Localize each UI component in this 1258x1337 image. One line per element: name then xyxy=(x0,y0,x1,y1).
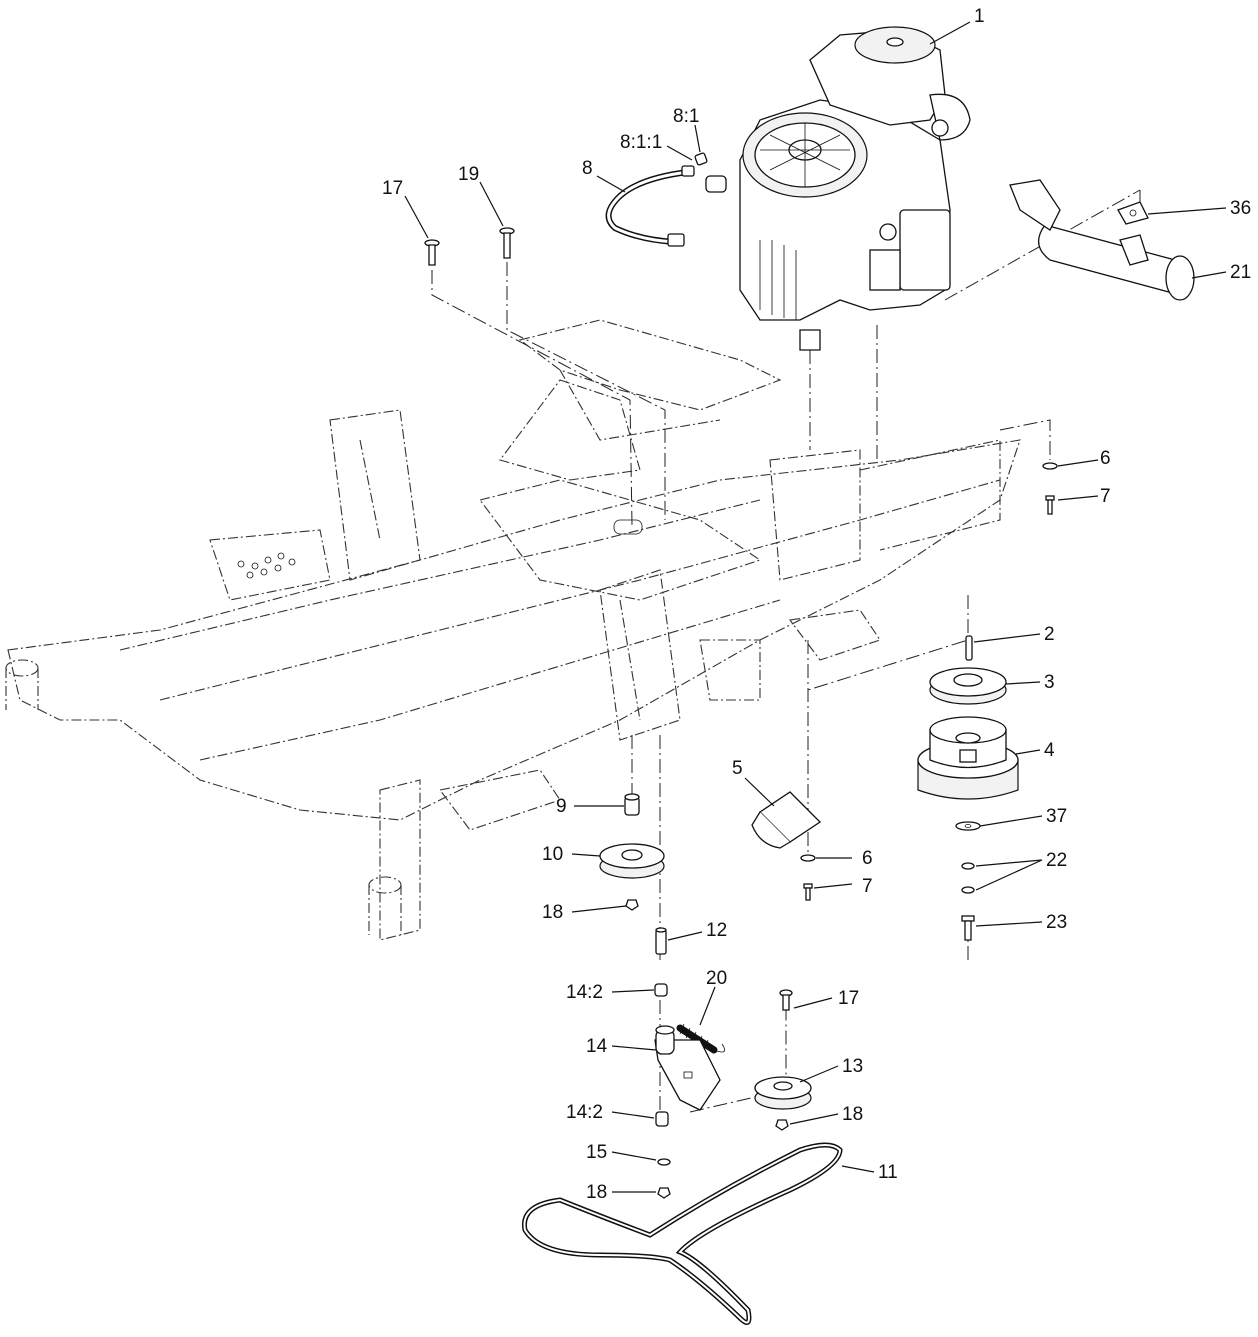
callout-22: 22 xyxy=(1046,850,1067,871)
washer-6-lower xyxy=(800,854,816,862)
spring-20 xyxy=(676,1023,726,1054)
bolt-7-upper xyxy=(1045,495,1055,515)
callout-17-top: 17 xyxy=(382,178,403,199)
callout-5: 5 xyxy=(732,758,743,779)
callout-3: 3 xyxy=(1044,672,1055,693)
callout-19: 19 xyxy=(458,164,479,185)
callout-18-upper: 18 xyxy=(542,902,563,923)
callout-8-1: 8:1 xyxy=(673,106,699,127)
callout-14-2-lower: 14:2 xyxy=(566,1102,603,1123)
callout-20: 20 xyxy=(706,968,727,989)
bolt-7-lower xyxy=(803,883,813,901)
callout-9: 9 xyxy=(556,796,567,817)
nut-18-upper xyxy=(625,899,639,911)
pin-17-lower xyxy=(779,989,793,1011)
washer-37 xyxy=(955,821,981,831)
bushing-14-2-lower xyxy=(655,1111,669,1127)
callout-numbers: 1 8:1 8:1:1 8 17 19 36 21 6 7 2 3 4 5 37… xyxy=(382,6,1251,1203)
callout-8: 8 xyxy=(582,158,593,179)
callout-14-2-upper: 14:2 xyxy=(566,982,603,1003)
callout-17-lower: 17 xyxy=(838,988,859,1009)
chassis-frame xyxy=(5,319,1021,941)
leader-lines xyxy=(404,21,1227,1193)
key-2 xyxy=(965,635,973,661)
washer-6-upper xyxy=(1042,462,1058,470)
pulley-3 xyxy=(929,667,1007,705)
shaft-12 xyxy=(655,927,667,955)
drive-belt-11 xyxy=(521,1142,843,1325)
callout-23: 23 xyxy=(1046,912,1067,933)
callout-7-upper: 7 xyxy=(1100,486,1111,507)
callout-10: 10 xyxy=(542,844,563,865)
idler-pulley-13 xyxy=(754,1076,812,1110)
idler-pulley-10 xyxy=(599,843,665,879)
bolt-23 xyxy=(961,915,975,941)
callout-2: 2 xyxy=(1044,624,1055,645)
callout-11: 11 xyxy=(878,1162,898,1183)
washer-15 xyxy=(657,1158,671,1166)
bracket-5 xyxy=(751,791,822,849)
exhaust-gasket xyxy=(1117,201,1149,225)
callout-4: 4 xyxy=(1044,740,1055,761)
nut-18-lower xyxy=(657,1187,671,1199)
callout-13: 13 xyxy=(842,1056,863,1077)
callout-18-lower: 18 xyxy=(586,1182,607,1203)
callout-1: 1 xyxy=(974,6,985,27)
spacer-9 xyxy=(624,793,640,816)
callout-14: 14 xyxy=(586,1036,608,1057)
callout-37: 37 xyxy=(1046,806,1067,827)
bushing-14-2-upper xyxy=(654,983,668,997)
callout-12: 12 xyxy=(706,920,727,941)
nut-18-middle xyxy=(775,1119,789,1131)
pin-17-top xyxy=(424,239,440,266)
callout-21: 21 xyxy=(1230,262,1251,283)
callout-8-1-1: 8:1:1 xyxy=(620,132,662,153)
fuel-line xyxy=(605,152,727,247)
callout-6-upper: 6 xyxy=(1100,448,1111,469)
assembly-lines xyxy=(431,189,1141,1120)
callout-18-middle: 18 xyxy=(842,1104,863,1125)
washers-22 xyxy=(961,862,975,894)
callout-6-lower: 6 xyxy=(862,848,873,869)
pin-19 xyxy=(499,227,515,259)
idler-arm-14 xyxy=(654,1025,721,1111)
muffler xyxy=(1009,179,1195,301)
callout-15: 15 xyxy=(586,1142,607,1163)
clutch-4 xyxy=(917,716,1019,800)
engine xyxy=(739,26,971,351)
callout-36: 36 xyxy=(1230,198,1251,219)
callout-7-lower: 7 xyxy=(862,876,873,897)
